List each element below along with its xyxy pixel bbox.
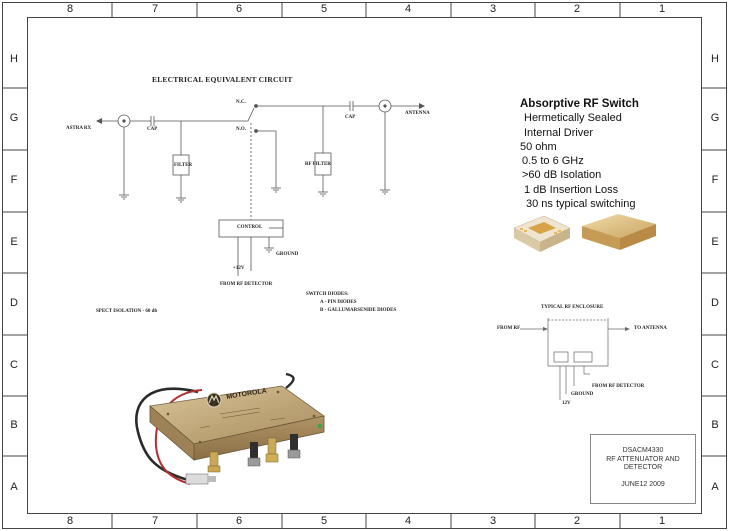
- row-label: D: [711, 297, 719, 309]
- cap-right-label: CAP: [345, 115, 356, 120]
- enclosure-12v: 12V: [562, 401, 571, 406]
- col-label: 2: [573, 515, 581, 527]
- rf-filter-label: RF FILTER: [305, 162, 331, 167]
- col-label: 3: [489, 515, 497, 527]
- title-block-date: JUNE12 2009: [621, 480, 665, 488]
- col-label: 4: [404, 3, 412, 15]
- col-label: 5: [320, 515, 328, 527]
- col-label: 6: [235, 3, 243, 15]
- col-label: 7: [151, 515, 159, 527]
- cap-left-label: CAP: [147, 127, 158, 132]
- col-label: 2: [573, 3, 581, 15]
- col-label: 5: [320, 3, 328, 15]
- spec-line: >60 dB Isolation: [522, 169, 602, 182]
- row-label: H: [10, 53, 18, 65]
- spec-title: Absorptive RF Switch: [520, 98, 639, 110]
- row-label: C: [711, 359, 719, 371]
- spec-line: 50 ohm: [520, 140, 557, 153]
- device-photo: [135, 372, 325, 485]
- enclosure-from-rf-detector: FROM RF DETECTOR: [592, 384, 645, 389]
- switch-diodes-title: SWITCH DIODES:: [306, 292, 349, 297]
- no-label: N.O.: [236, 127, 246, 132]
- col-label: 7: [151, 3, 159, 15]
- row-label: D: [10, 297, 18, 309]
- col-label: 6: [235, 515, 243, 527]
- col-label: 4: [404, 515, 412, 527]
- row-label: E: [711, 236, 719, 248]
- row-label: E: [10, 236, 18, 248]
- spec-line: 0.5 to 6 GHz: [522, 155, 584, 168]
- col-label: 1: [658, 515, 666, 527]
- title-block-line3: DETECTOR: [623, 464, 663, 471]
- spec-list: Absorptive RF Switch Hermetically Sealed…: [520, 97, 639, 211]
- spec-line: 30 ns typical switching: [526, 198, 636, 211]
- col-label: 1: [658, 3, 666, 15]
- spec-line: Hermetically Sealed: [524, 112, 622, 125]
- row-label: B: [711, 419, 719, 431]
- enclosure-ground: GROUND: [571, 392, 594, 397]
- ground-label: GROUND: [276, 252, 299, 257]
- enclosure-from-rf: FROM RF: [497, 326, 521, 331]
- enclosure-to-antenna: TO ANTENNA: [634, 326, 667, 331]
- antenna-label: ANTENNA: [405, 111, 430, 116]
- row-label: A: [10, 481, 18, 493]
- row-label: H: [711, 53, 719, 65]
- row-label: G: [710, 112, 720, 124]
- enclosure-diagram: [520, 318, 630, 400]
- row-label: B: [10, 419, 18, 431]
- spec-line: 1 dB Insertion Loss: [524, 183, 619, 196]
- col-label: 3: [489, 3, 497, 15]
- title-block-line1: DSACM4330: [622, 447, 664, 454]
- plus12v-label: +12V: [233, 266, 245, 271]
- filter-label: FILTER: [174, 163, 193, 168]
- row-label: F: [10, 174, 18, 186]
- chip-photos: [513, 214, 656, 252]
- row-label: C: [10, 359, 18, 371]
- switch-diodes-a: A - PIN DIODES: [320, 300, 357, 305]
- col-label: 8: [66, 515, 74, 527]
- circuit-title: ELECTRICAL EQUIVALENT CIRCUIT: [152, 75, 293, 84]
- col-label: 8: [66, 3, 74, 15]
- control-label: CONTROL: [237, 225, 263, 230]
- row-label: A: [711, 481, 719, 493]
- title-block-line2: RF ATTENUATOR AND: [606, 455, 680, 463]
- spec-line: Internal Driver: [524, 126, 594, 139]
- spect-isolation-label: SPECT ISOLATION - 60 db: [96, 309, 158, 314]
- astra-rx-label: ASTRA RX: [66, 126, 92, 131]
- from-rf-detector-label: FROM RF DETECTOR: [220, 282, 273, 287]
- row-label: F: [711, 174, 719, 186]
- nc-label: N.C.: [236, 100, 246, 105]
- enclosure-title: TYPICAL RF ENCLOSURE: [541, 305, 604, 310]
- title-block: DSACM4330 RF ATTENUATOR AND DETECTOR JUN…: [590, 434, 696, 504]
- switch-diodes-b: B - GALLUMARSENIDE DIODES: [320, 308, 397, 313]
- row-label: G: [9, 112, 19, 124]
